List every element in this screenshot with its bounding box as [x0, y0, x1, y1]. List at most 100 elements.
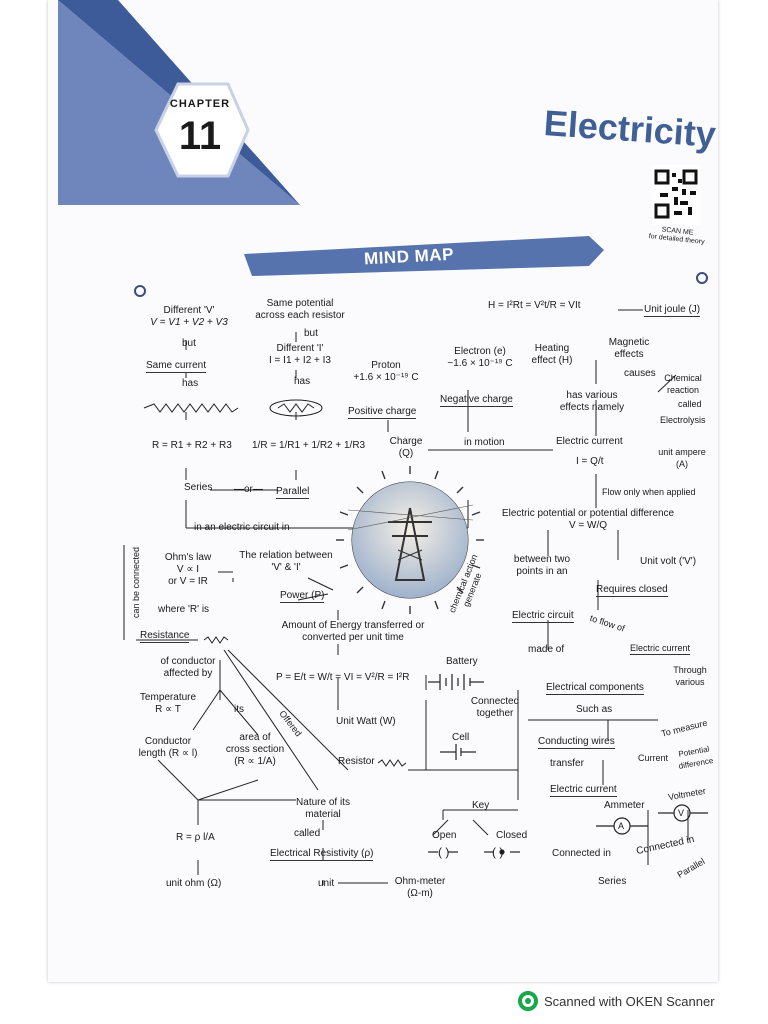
conductor-length-line-1: Conductor	[144, 736, 192, 747]
positive-charge: Positive charge	[348, 406, 417, 419]
negative-charge: Negative charge	[440, 394, 513, 407]
ohms-law-line-3: or V = IR	[168, 576, 208, 587]
such-as-label: Such as	[576, 704, 613, 715]
oken-logo-icon	[518, 991, 538, 1011]
called-label: called	[678, 399, 702, 409]
area-line-3: (R ∝ 1/A)	[234, 756, 276, 767]
electric-current-target: Electric current	[630, 643, 691, 655]
tower-image	[336, 466, 484, 614]
electric-potential: Electric potential or potential differen…	[498, 508, 678, 532]
current-formula: I = Q/t	[576, 456, 604, 467]
closed-key-symbol-icon: ( )	[492, 845, 504, 859]
v-sum-formula: V = V1 + V2 + V3	[150, 317, 228, 328]
connected-together-line-1: Connected	[470, 696, 520, 707]
ammeter-symbol-icon: A	[618, 821, 625, 831]
relation-line-2: 'V' & 'I'	[271, 562, 301, 573]
chapter-badge: CHAPTER 11	[150, 80, 260, 180]
electron-charge: −1.6 × 10⁻¹⁹ C	[447, 358, 513, 369]
different-v: Different 'V'V = V1 + V2 + V3	[134, 305, 244, 329]
power-node: Power (P)	[280, 590, 325, 603]
scanner-watermark: Scanned with OKEN Scanner	[518, 990, 715, 1012]
between-line-1: between two	[513, 554, 571, 565]
temperature-line-1: Temperature	[139, 692, 197, 703]
charge: Charge(Q)	[384, 436, 428, 460]
battery-symbol-icon	[428, 674, 484, 690]
ohm-meter-line-1: Ohm-meter	[394, 876, 446, 887]
chemical-reaction-line-2: reaction	[666, 385, 700, 395]
relation-v-i: The relation between'V' & 'I'	[238, 550, 334, 574]
electrolysis: Electrolysis	[660, 415, 706, 425]
i-sum-formula: I = I1 + I2 + I3	[269, 355, 331, 366]
through-line-1: Through	[673, 665, 707, 675]
different-i: Different 'I'I = I1 + I2 + I3	[244, 343, 356, 367]
heating-effect-line-1: Heating	[534, 343, 570, 354]
magnetic-effects-line-2: effects	[614, 349, 644, 360]
called-label: called	[294, 828, 321, 839]
resistance-node: Resistance	[140, 630, 190, 643]
key-label: Key	[472, 800, 490, 811]
mind-map-banner	[244, 236, 604, 276]
series-target: Series	[598, 876, 627, 887]
ohm-meter-line-2: (Ω-m)	[407, 888, 433, 899]
resistor-symbol-icon	[378, 759, 407, 767]
ammeter-label: Ammeter	[604, 800, 645, 811]
of-conductor-line-2: affected by	[163, 668, 213, 679]
unit-watt: Unit Watt (W)	[336, 716, 396, 727]
voltmeter-symbol-icon: V	[678, 808, 685, 818]
unit-ampere: unit ampere(A)	[652, 446, 712, 470]
conducting-wires: Conducting wires	[538, 736, 615, 749]
in-circuit-label: in an electric circuit in	[194, 522, 290, 533]
same-potential-line-1: Same potential	[266, 298, 334, 309]
unit-ohm: unit ohm (Ω)	[166, 878, 222, 889]
in-motion-label: in motion	[464, 437, 505, 448]
causes-label: causes	[624, 368, 656, 379]
energy-line-1: Amount of Energy transferred or	[281, 620, 425, 631]
scanner-text: Scanned with OKEN Scanner	[544, 993, 715, 1009]
power-formula: P = E/t = W/t = VI = V²/R = I²R	[276, 672, 410, 683]
hexagon-icon	[154, 82, 250, 178]
has-label: has	[182, 378, 199, 389]
area-line-1: area of	[239, 732, 271, 743]
temperature-line-2: R ∝ T	[155, 704, 181, 715]
its-label: its	[234, 704, 244, 715]
open-label: Open	[432, 830, 457, 841]
electrical-components: Electrical components	[546, 682, 644, 695]
cell-symbol-icon	[440, 744, 476, 760]
magnetic-effects-line-1: Magnetic	[608, 337, 650, 348]
book-page: CHAPTER 11 Electricity SCAN ME for detai…	[48, 0, 718, 982]
relation-line-1: The relation between	[239, 550, 333, 561]
or-label: —or—	[234, 484, 263, 495]
flow-label: Flow only when applied	[602, 487, 696, 497]
unit-ampere-line-1: unit ampere	[658, 447, 706, 457]
closed-label: Closed	[496, 830, 528, 841]
electric-current-wires: Electric current	[550, 784, 617, 797]
can-be-connected-label: can be connected	[131, 546, 141, 618]
between-line-2: points in an	[516, 566, 568, 577]
electron-label: Electron (e)	[454, 346, 506, 357]
ohms-law-line-1: Ohm's law	[164, 552, 212, 563]
of-conductor-line-1: of conductor	[160, 656, 216, 667]
resistor-label: Resistor	[338, 756, 375, 767]
series-label: Series	[184, 482, 213, 493]
resistivity-formula: R = ρ l/A	[176, 832, 215, 843]
binder-hole-icon	[134, 285, 146, 297]
different-i-label: Different 'I'	[276, 343, 324, 354]
but-label: but	[304, 328, 318, 339]
binder-hole-icon	[696, 272, 708, 284]
electrical-resistivity: Electrical Resistivity (ρ)	[270, 848, 374, 861]
connected-in-series: Connected in	[552, 848, 611, 859]
cell-label: Cell	[452, 732, 470, 743]
ohms-law-line-2: V ∝ I	[176, 564, 200, 575]
